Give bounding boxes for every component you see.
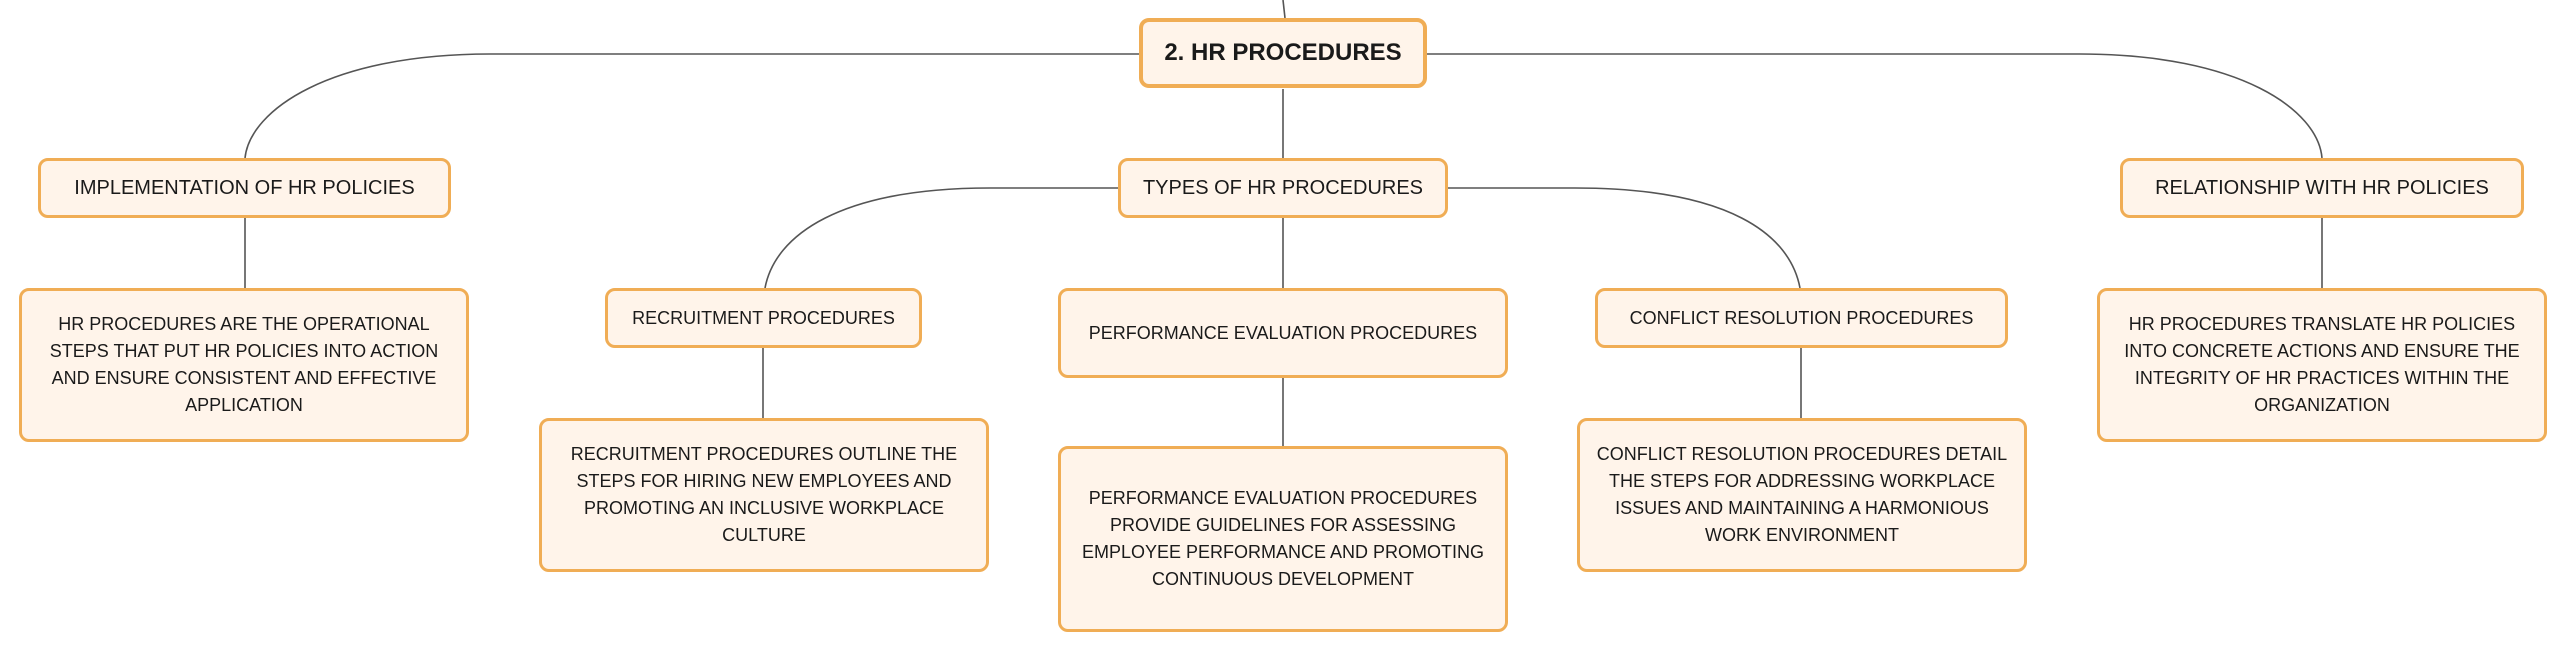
connector-root-relationship	[1426, 53, 2323, 159]
connector-types-conflict	[1446, 187, 1801, 289]
node-conflict-description[interactable]: CONFLICT RESOLUTION PROCEDURES DETAIL TH…	[1577, 418, 2027, 572]
node-recruitment-description[interactable]: RECRUITMENT PROCEDURES OUTLINE THE STEPS…	[539, 418, 989, 572]
connector-root-implementation	[244, 53, 1143, 159]
node-types-of-hr-procedures[interactable]: TYPES OF HR PROCEDURES	[1118, 158, 1448, 218]
node-performance-description[interactable]: PERFORMANCE EVALUATION PROCEDURES PROVID…	[1058, 446, 1508, 632]
node-implementation-of-hr-policies[interactable]: IMPLEMENTATION OF HR POLICIES	[38, 158, 451, 218]
connector-parent-root	[1282, 0, 1286, 19]
node-conflict-resolution-procedures[interactable]: CONFLICT RESOLUTION PROCEDURES	[1595, 288, 2008, 348]
root-node[interactable]: 2. HR PROCEDURES	[1139, 18, 1427, 88]
node-relationship-with-hr-policies[interactable]: RELATIONSHIP WITH HR POLICIES	[2120, 158, 2524, 218]
node-implementation-description[interactable]: HR PROCEDURES ARE THE OPERATIONAL STEPS …	[19, 288, 469, 442]
node-recruitment-procedures[interactable]: RECRUITMENT PROCEDURES	[605, 288, 922, 348]
node-performance-evaluation-procedures[interactable]: PERFORMANCE EVALUATION PROCEDURES	[1058, 288, 1508, 378]
node-relationship-description[interactable]: HR PROCEDURES TRANSLATE HR POLICIES INTO…	[2097, 288, 2547, 442]
connector-types-recruitment	[764, 187, 1120, 289]
